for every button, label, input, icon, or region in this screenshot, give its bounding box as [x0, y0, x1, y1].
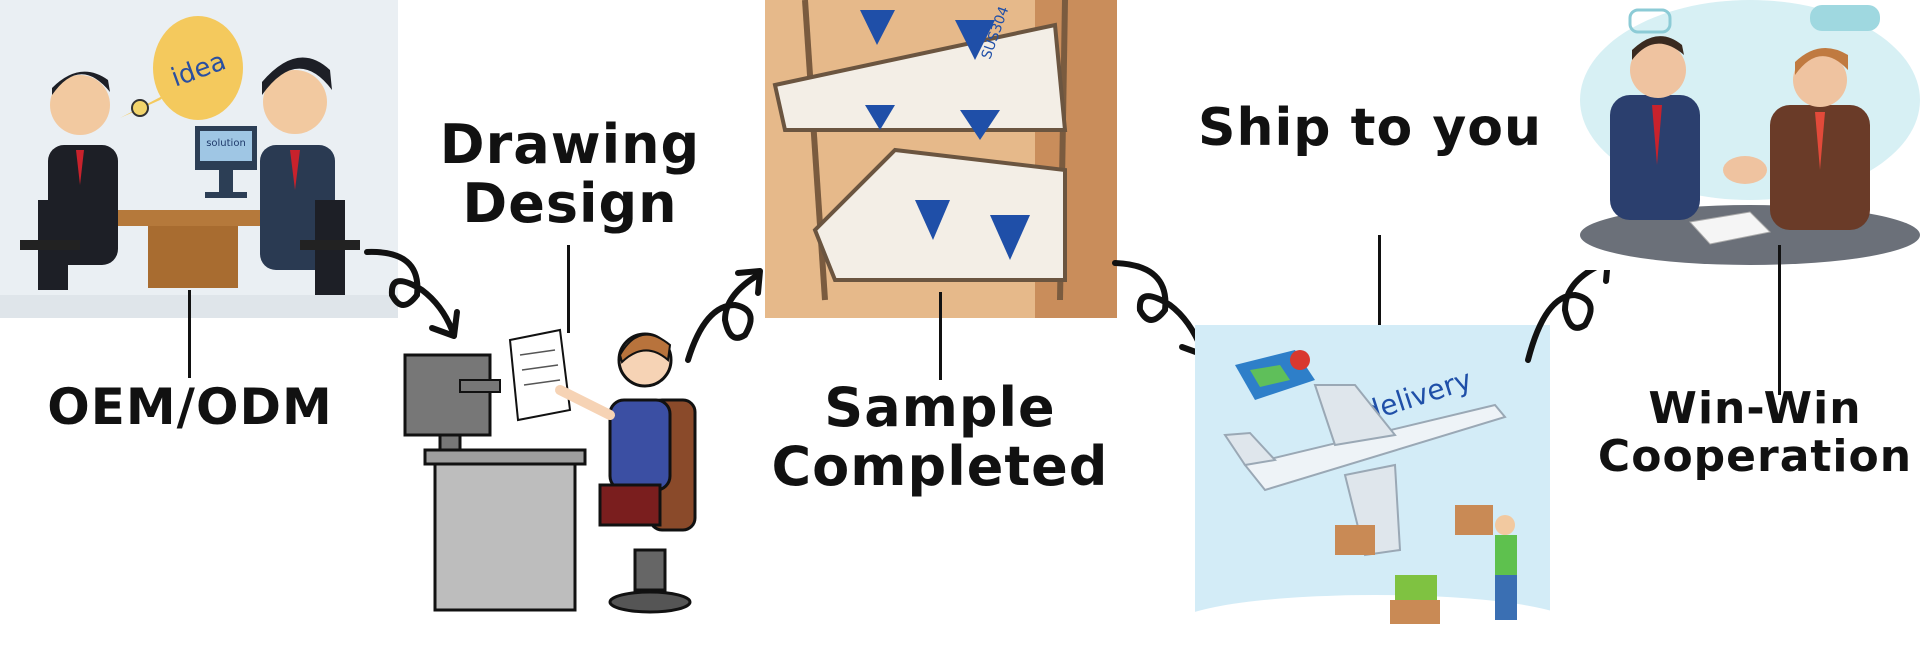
- sample-photo: SUS304: [765, 0, 1117, 318]
- connector-line-drawing: [567, 245, 570, 333]
- step-label-win: Win-Win Cooperation: [1590, 383, 1920, 483]
- curly-arrow-icon: [685, 268, 763, 363]
- delivery-illustration: delivery: [1195, 325, 1550, 635]
- connector-line-ship: [1378, 235, 1381, 325]
- step-label-drawing-line2: Design: [462, 172, 678, 236]
- step-label-ship: Ship to you: [1198, 98, 1542, 158]
- curly-arrow-icon: [1525, 256, 1611, 363]
- designer-illustration: [400, 320, 720, 620]
- connector-line-oem: [188, 290, 191, 378]
- step-label-drawing: Drawing Design: [430, 115, 710, 234]
- connector-line-sample: [939, 292, 942, 380]
- step-label-win-line2: Cooperation: [1597, 431, 1913, 483]
- step-label-sample-line2: Completed: [771, 435, 1109, 499]
- step-label-oem: OEM/ODM: [47, 378, 333, 436]
- step-label-drawing-line1: Drawing: [439, 113, 701, 176]
- oem-meeting-illustration: idea solution: [0, 0, 398, 318]
- handshake-illustration: [1570, 0, 1920, 270]
- curly-arrow-icon: [364, 248, 460, 339]
- step-label-sample: Sample Completed: [760, 378, 1120, 497]
- step-label-win-line1: Win-Win: [1648, 383, 1862, 434]
- step-label-sample-line1: Sample: [824, 376, 1056, 439]
- monitor-screen-text: solution: [206, 138, 246, 149]
- connector-line-win: [1778, 245, 1781, 395]
